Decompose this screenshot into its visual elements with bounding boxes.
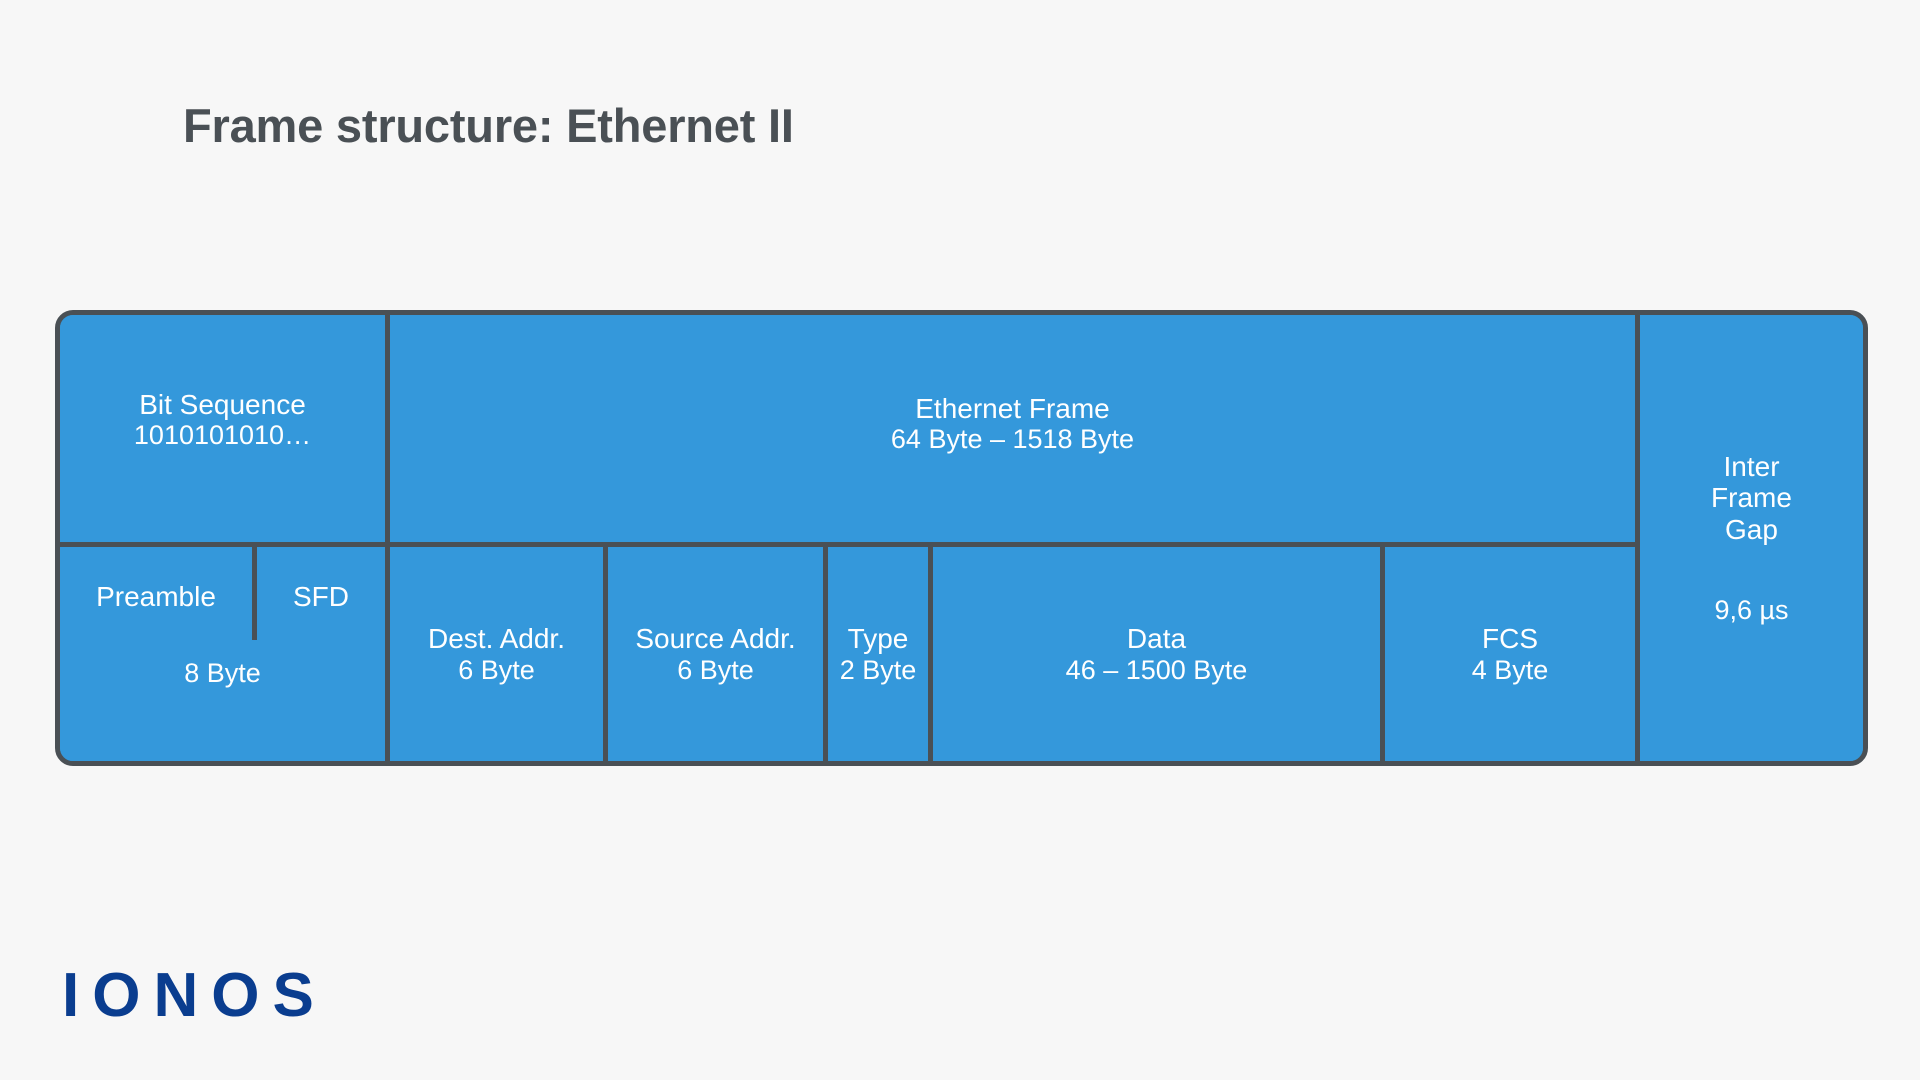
divider-source-type [823,542,828,761]
divider-data-fcs [1380,542,1385,761]
ethernet-frame-diagram: Bit Sequence 1010101010… Ethernet Frame … [55,310,1868,766]
cell-inter-frame-gap: Inter Frame Gap 9,6 µs [1640,315,1863,761]
cell-data: Data 46 – 1500 Byte [933,547,1380,761]
ionos-logo: IONOS [62,961,327,1030]
page-title: Frame structure: Ethernet II [183,99,794,152]
cell-dest-addr-size: 6 Byte [458,654,535,685]
cell-inter-frame-gap-label: Inter Frame Gap [1711,450,1792,545]
cell-source-addr-label: Source Addr. [635,623,796,655]
cell-preamble-sfd-size: 8 Byte [184,657,261,688]
cell-ethernet-frame: Ethernet Frame 64 Byte – 1518 Byte [390,315,1635,542]
cell-type-size: 2 Byte [839,654,917,685]
cell-data-label: Data [1126,623,1187,655]
cell-source-addr-size: 6 Byte [677,654,754,685]
divider-top-row-left [60,542,390,547]
divider-bitsequence-ethernetframe [385,315,390,761]
divider-preamble-sfd [252,542,257,640]
cell-ethernet-frame-label: Ethernet Frame [915,392,1110,424]
cell-bit-sequence: Bit Sequence 1010101010… [60,315,385,542]
cell-fcs: FCS 4 Byte [1385,547,1635,761]
cell-type: Type 2 Byte [828,547,928,761]
cell-dest-addr: Dest. Addr. 6 Byte [390,547,603,761]
cell-preamble-label: Preamble [96,581,216,612]
divider-type-data [928,542,933,761]
cell-inter-frame-gap-size: 9,6 µs [1714,594,1789,625]
cell-sfd: SFD [257,547,385,761]
divider-dest-source [603,542,608,761]
cell-dest-addr-label: Dest. Addr. [428,623,565,655]
cell-fcs-label: FCS [1482,623,1538,655]
cell-ethernet-frame-size: 64 Byte – 1518 Byte [890,424,1135,455]
cell-type-label: Type [847,623,909,655]
cell-sfd-label: SFD [293,581,349,612]
cell-bit-sequence-size: 1010101010… [133,420,312,451]
cell-data-size: 46 – 1500 Byte [1065,654,1248,685]
cell-preamble: Preamble [60,547,252,761]
divider-top-row-middle [390,542,1640,547]
cell-source-addr: Source Addr. 6 Byte [608,547,823,761]
divider-ethernetframe-interframegap [1635,315,1640,761]
cell-bit-sequence-label: Bit Sequence [139,388,306,420]
cell-fcs-size: 4 Byte [1471,654,1549,685]
